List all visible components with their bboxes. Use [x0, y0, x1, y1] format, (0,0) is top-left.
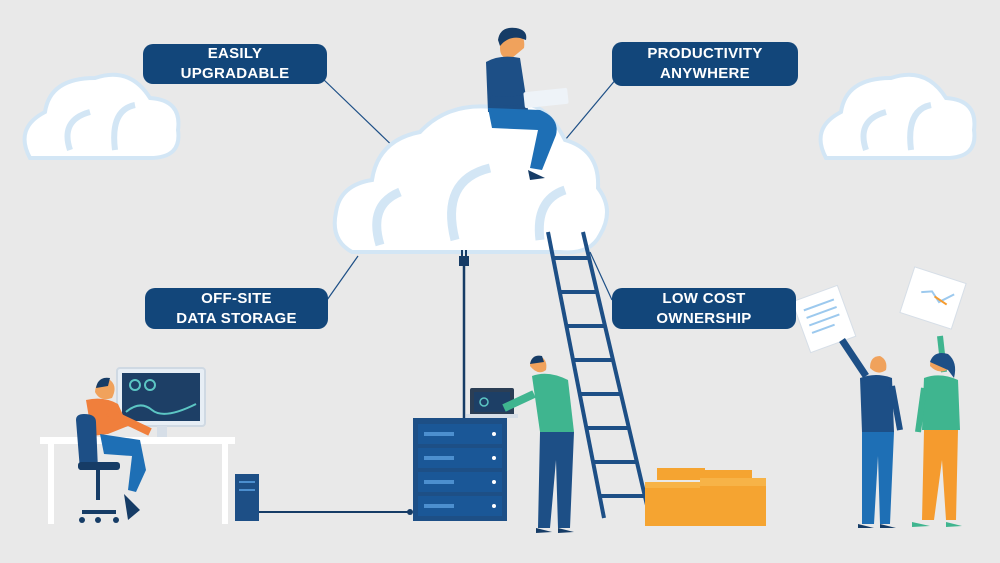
- power-cable: [459, 250, 469, 418]
- label-easily-upgradable-text: EASILY UPGRADABLE: [180, 45, 290, 82]
- main-cloud: [332, 101, 609, 255]
- label-low-cost-ownership: LOW COST OWNERSHIP: [612, 288, 796, 329]
- man-on-cloud: [486, 27, 569, 180]
- small-cloud-left: [22, 72, 181, 160]
- man-at-server: [502, 355, 574, 533]
- man-holding-paper: [791, 284, 903, 528]
- ladder: [546, 231, 652, 519]
- label-low-cost-ownership-text: LOW COST OWNERSHIP: [656, 289, 752, 327]
- label-offsite-data-storage: OFF-SITE DATA STORAGE: [145, 288, 328, 329]
- pc-tower: [235, 474, 413, 521]
- folders: [645, 468, 766, 526]
- label-productivity-anywhere-text: PRODUCTIVITY ANYWHERE: [647, 45, 763, 82]
- small-cloud-right: [818, 72, 977, 160]
- label-offsite-data-storage-text: OFF-SITE DATA STORAGE: [176, 289, 297, 327]
- desk-workstation: [40, 367, 235, 524]
- label-productivity-anywhere: PRODUCTIVITY ANYWHERE: [612, 42, 798, 86]
- label-easily-upgradable: EASILY UPGRADABLE: [143, 44, 327, 84]
- server-rack: [413, 388, 518, 521]
- woman-holding-chart: [899, 266, 967, 527]
